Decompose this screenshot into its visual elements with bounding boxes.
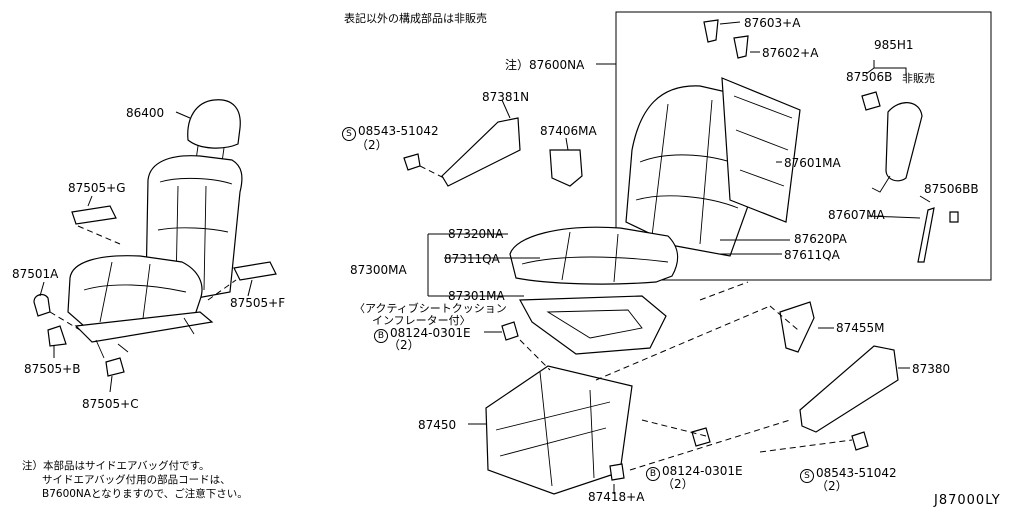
label-985h1: 985H1 [874, 38, 914, 52]
header-note: 表記以外の構成部品は非販売 [344, 12, 487, 25]
bolt-code: 08124-0301E [390, 326, 471, 340]
label-bolt-qty-bottom: （2） [662, 477, 694, 491]
complete-seat-drawing [33, 99, 277, 377]
label-87607ma: 87607MA [828, 208, 885, 222]
label-87320na: 87320NA [448, 227, 504, 241]
label-87380: 87380 [912, 362, 951, 376]
footnote-line-2: サイドエアバッグ付用の部品コードは、 [42, 474, 231, 486]
bolt-code-bottom: 08124-0301E [662, 464, 743, 478]
label-87311qa: 87311QA [444, 252, 500, 266]
screw-code-bottom: 08543-51042 [816, 466, 897, 480]
screw-symbol-bottom: S [800, 469, 814, 483]
label-87505-b: 87505+B [24, 362, 81, 376]
label-not-for-sale: 非販売 [902, 72, 935, 85]
label-87506b: 87506B [846, 70, 893, 84]
label-active-cushion-1: 〈アクティブシートクッション [354, 302, 507, 315]
label-87506bb: 87506BB [924, 182, 979, 196]
label-screw-qty-bottom: （2） [816, 479, 848, 493]
label-87505-f: 87505+F [230, 296, 286, 310]
label-bolt-qty-left: （2） [388, 338, 420, 352]
label-87505-c: 87505+C [82, 397, 139, 411]
screw-symbol: S [342, 127, 356, 141]
label-86400: 86400 [126, 106, 165, 120]
label-87602-a: 87602+A [762, 46, 819, 60]
label-87381n: 87381N [482, 90, 530, 104]
label-87620pa: 87620PA [794, 232, 847, 246]
label-87450: 87450 [418, 418, 457, 432]
label-active-cushion-2: インフレーター付〉 [372, 314, 471, 327]
label-87600na: 注）87600NA [505, 58, 585, 72]
label-87300ma: 87300MA [350, 263, 407, 277]
label-87603-a: 87603+A [744, 16, 801, 30]
diagram-code: J87000LY [934, 493, 1001, 508]
screw-code: 08543-51042 [358, 124, 439, 138]
bolt-symbol: B [374, 329, 388, 343]
label-87501a: 87501A [12, 267, 59, 281]
label-87601ma: 87601MA [784, 156, 841, 170]
footnote-line-1: 注）本部品はサイドエアバッグ付です。 [22, 460, 210, 472]
label-87455m: 87455M [836, 321, 885, 335]
footnote-line-3: B7600NAとなりますので、ご注意下さい。 [42, 488, 248, 500]
label-87611qa: 87611QA [784, 248, 840, 262]
label-87418-a: 87418+A [588, 490, 645, 504]
label-screw-qty-top: （2） [356, 138, 388, 152]
seat-components-drawing [403, 19, 959, 495]
label-87406ma: 87406MA [540, 124, 597, 138]
seatback-group-frame [615, 11, 992, 281]
bolt-symbol-bottom: B [646, 467, 660, 481]
left-leader-lines [39, 111, 253, 393]
center-leader-lines [419, 21, 931, 494]
label-87301ma: 87301MA [448, 289, 505, 303]
label-87505-g: 87505+G [68, 181, 126, 195]
